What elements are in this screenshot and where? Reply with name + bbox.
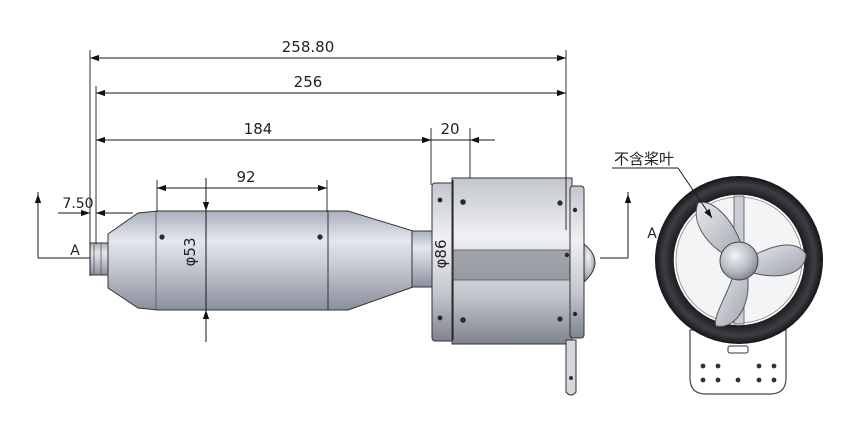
section-label-right: A — [647, 226, 657, 242]
screw — [437, 315, 443, 321]
duct-dark-band — [452, 250, 572, 280]
dim-shaft-stub: 7.50 — [62, 196, 93, 212]
dimension-labels: 258.80 256 184 20 92 7.50 φ53 φ86 A A — [62, 38, 657, 268]
shaft-stub — [89, 242, 109, 276]
thruster-side-view — [89, 177, 596, 396]
dim-overall-length: 258.80 — [282, 38, 335, 56]
section-label-left: A — [70, 243, 80, 259]
screw — [564, 252, 570, 258]
dim-body-diameter: φ53 — [181, 238, 199, 267]
screw — [159, 234, 165, 240]
mount-plate — [689, 329, 787, 395]
screw — [557, 200, 563, 206]
nose-cone — [107, 210, 159, 311]
thruster-front-view: 不含桨叶 — [612, 150, 823, 395]
screw — [317, 234, 323, 240]
propeller-blade — [741, 244, 807, 277]
screw — [460, 317, 466, 323]
dimension-lines — [34, 50, 632, 342]
mount-bracket — [565, 339, 577, 396]
rear-hub — [583, 242, 596, 284]
dim-body-length: 256 — [294, 73, 323, 91]
screw — [572, 311, 578, 317]
propeller-hub — [719, 241, 759, 281]
annotation-note: 不含桨叶 — [614, 150, 674, 168]
screw — [557, 316, 563, 322]
dim-duct-width: 20 — [440, 120, 459, 138]
propeller-blade — [714, 265, 749, 327]
tail-taper — [327, 210, 414, 311]
screw — [572, 207, 578, 213]
duct-rear-ring — [569, 185, 585, 339]
screw — [460, 199, 466, 205]
dim-to-duct: 184 — [244, 120, 273, 138]
screw — [437, 197, 443, 203]
dim-duct-diameter: φ86 — [432, 240, 450, 269]
dim-cylinder-length: 92 — [236, 168, 255, 186]
